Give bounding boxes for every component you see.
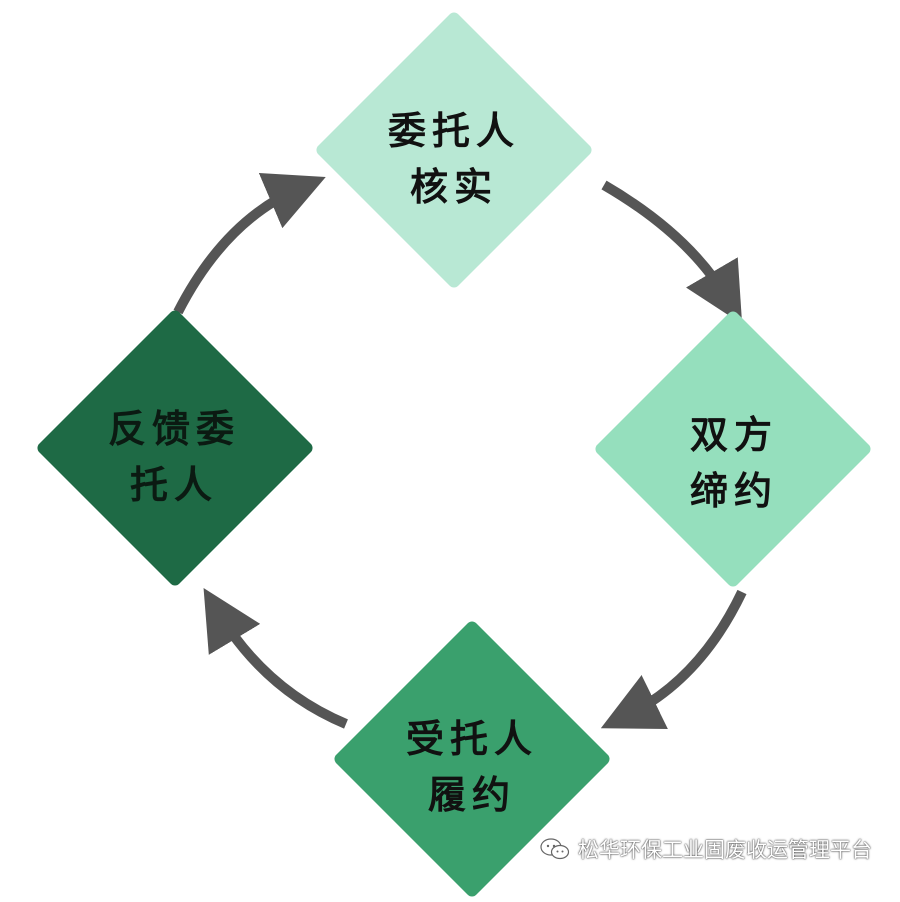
node-contract-label: 双方 缔约 <box>624 407 844 519</box>
arrow-left-to-top <box>173 172 326 315</box>
node-perform-label: 受托人 履约 <box>362 711 582 823</box>
watermark-text: 松华环保工业固废收运管理平台 <box>578 838 872 862</box>
node-verify-label: 委托人 核实 <box>344 103 564 215</box>
arrow-right-to-bottom <box>600 589 747 729</box>
node-verify-line1: 委托人 <box>387 109 520 153</box>
node-contract-line1: 双方 <box>689 413 778 457</box>
wechat-icon <box>540 838 570 860</box>
node-perform-line1: 受托人 <box>405 717 538 761</box>
node-feedback-label: 反馈委 托人 <box>64 401 284 513</box>
node-feedback-line1: 反馈委 <box>107 407 240 451</box>
arrow-bottom-to-left <box>203 588 348 729</box>
arrow-top-to-right <box>601 180 743 325</box>
node-feedback-line2: 托人 <box>129 463 218 507</box>
node-contract-line2: 缔约 <box>689 469 778 513</box>
node-verify-line2: 核实 <box>409 165 498 209</box>
node-perform-line2: 履约 <box>427 773 516 817</box>
watermark: 松华环保工业固废收运管理平台 <box>540 834 872 864</box>
